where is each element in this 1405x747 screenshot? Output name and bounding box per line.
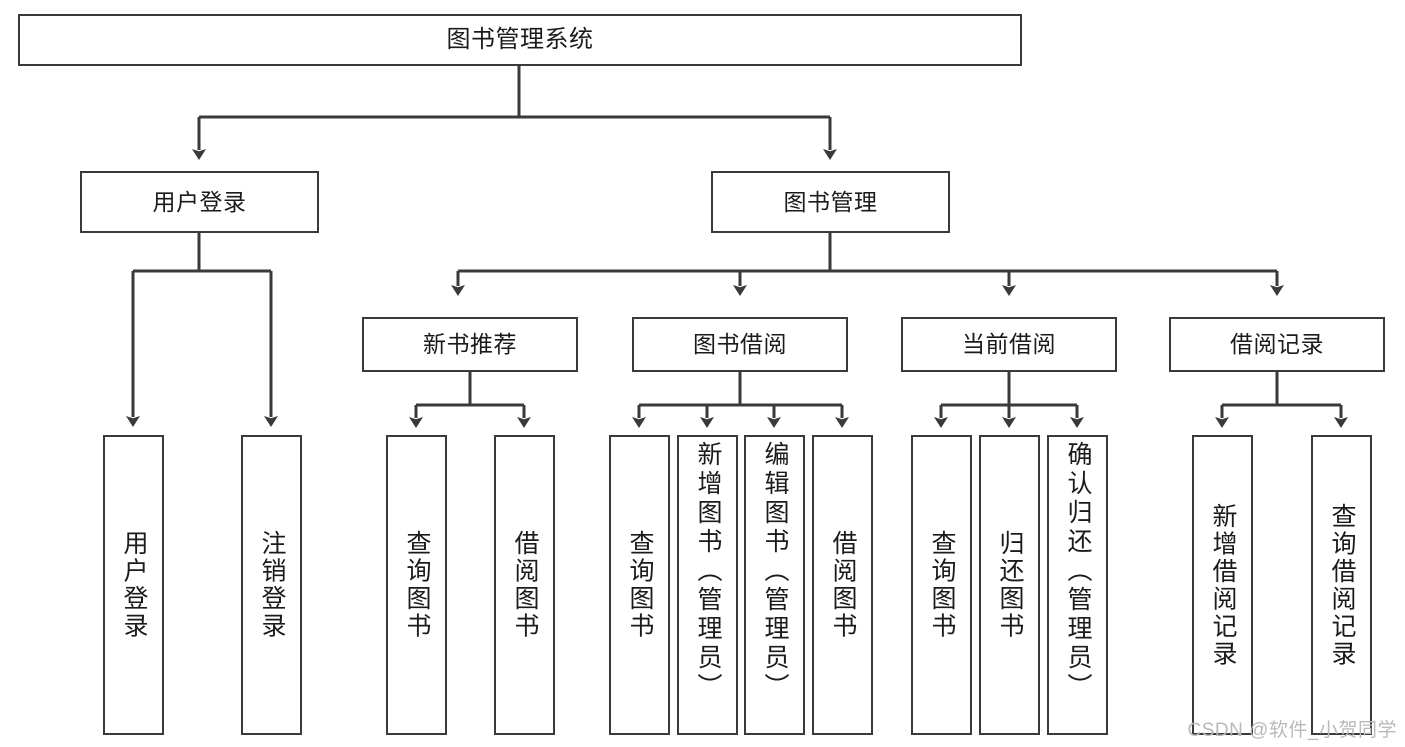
leaf-query-record-label: 查询借阅记录 — [1328, 502, 1356, 668]
node-current-borrow-label: 当前借阅 — [962, 331, 1056, 358]
node-root[interactable]: 图书管理系统 — [18, 14, 1022, 66]
leaf-borrow-book-1-label: 借阅图书 — [511, 530, 539, 640]
leaf-edit-book[interactable]: 编辑图书（管理员） — [744, 435, 805, 735]
leaf-confirm-return-label: 确认归还（管理员） — [1064, 441, 1092, 702]
node-book-borrow-label: 图书借阅 — [693, 331, 787, 358]
csdn-watermark: CSDN @软件_小贺同学 — [1187, 720, 1397, 741]
leaf-query-book-3-label: 查询图书 — [928, 530, 956, 640]
node-new-book-rec[interactable]: 新书推荐 — [362, 317, 578, 372]
leaf-query-book-1[interactable]: 查询图书 — [386, 435, 447, 735]
leaf-query-record[interactable]: 查询借阅记录 — [1311, 435, 1372, 735]
node-new-book-rec-label: 新书推荐 — [423, 331, 517, 358]
leaf-query-book-3[interactable]: 查询图书 — [911, 435, 972, 735]
node-book-borrow[interactable]: 图书借阅 — [632, 317, 848, 372]
leaf-query-book-1-label: 查询图书 — [403, 530, 431, 640]
leaf-add-record-label: 新增借阅记录 — [1209, 502, 1237, 668]
leaf-logout-login-label: 注销登录 — [258, 530, 286, 640]
leaf-user-login-label: 用户登录 — [120, 530, 148, 640]
leaf-user-login[interactable]: 用户登录 — [103, 435, 164, 735]
leaf-query-book-2-label: 查询图书 — [626, 530, 654, 640]
leaf-add-book[interactable]: 新增图书（管理员） — [677, 435, 738, 735]
node-book-manage-label: 图书管理 — [783, 188, 878, 215]
leaf-edit-book-label: 编辑图书（管理员） — [761, 441, 789, 702]
leaf-return-book-label: 归还图书 — [996, 530, 1024, 640]
node-current-borrow[interactable]: 当前借阅 — [901, 317, 1117, 372]
leaf-query-book-2[interactable]: 查询图书 — [609, 435, 670, 735]
node-book-manage[interactable]: 图书管理 — [711, 171, 950, 233]
leaf-add-record[interactable]: 新增借阅记录 — [1192, 435, 1253, 735]
node-user-login-label: 用户登录 — [152, 188, 247, 215]
node-root-label: 图书管理系统 — [446, 26, 594, 54]
leaf-logout-login[interactable]: 注销登录 — [241, 435, 302, 735]
leaf-confirm-return[interactable]: 确认归还（管理员） — [1047, 435, 1108, 735]
node-user-login[interactable]: 用户登录 — [80, 171, 319, 233]
node-borrow-record[interactable]: 借阅记录 — [1169, 317, 1385, 372]
leaf-borrow-book-1[interactable]: 借阅图书 — [494, 435, 555, 735]
leaf-add-book-label: 新增图书（管理员） — [694, 441, 722, 702]
leaf-borrow-book-2[interactable]: 借阅图书 — [812, 435, 873, 735]
leaf-borrow-book-2-label: 借阅图书 — [829, 530, 857, 640]
node-borrow-record-label: 借阅记录 — [1230, 331, 1324, 358]
leaf-return-book[interactable]: 归还图书 — [979, 435, 1040, 735]
